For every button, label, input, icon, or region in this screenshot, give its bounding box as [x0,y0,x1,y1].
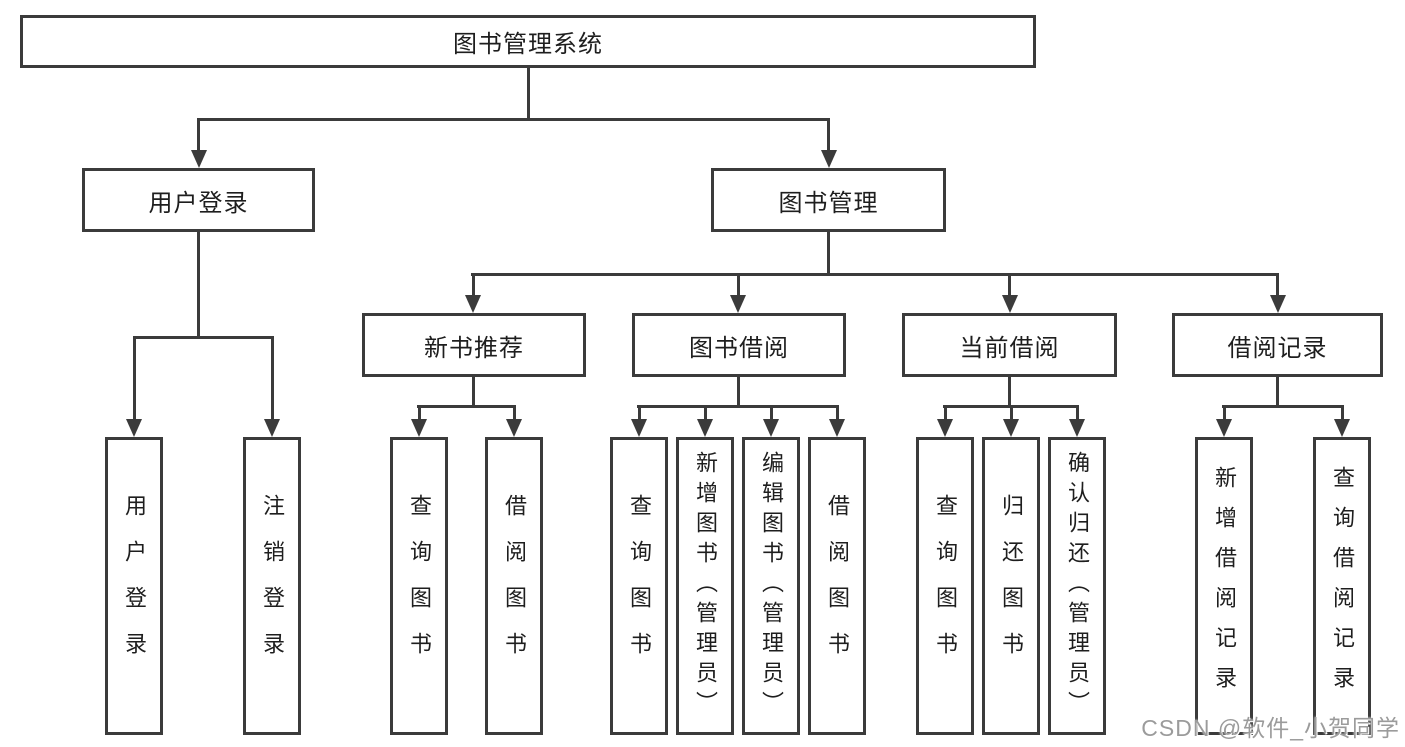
leaf-return-book: 归还图书 [982,437,1040,735]
leaf-add-borrow-record: 新增借阅记录 [1195,437,1253,735]
connector-line [132,336,136,421]
leaf-logout-label: 注销登录 [260,494,285,678]
leaf-query-books-current: 查询图书 [916,437,974,735]
arrow-down-icon [1069,419,1085,437]
leaf-query-books-borrow: 查询图书 [610,437,668,735]
leaf-borrow-books: 借阅图书 [808,437,866,735]
connector-line [1340,405,1344,421]
node-borrow-records: 借阅记录 [1172,313,1383,377]
connector-line [736,273,740,297]
leaf-query-borrow-record-label: 查询借阅记录 [1330,466,1355,706]
node-user-login: 用户登录 [82,168,315,232]
leaf-confirm-return-admin-label: 确认归还（管理员） [1065,451,1090,721]
connector-line [471,273,475,297]
arrow-down-icon [465,295,481,313]
connector-line [471,273,1279,276]
leaf-user-login: 用户登录 [105,437,163,735]
connector-line [197,232,200,339]
node-current-borrow-label: 当前借阅 [959,334,1060,362]
connector-line [827,118,830,152]
node-new-book-recommend-label: 新书推荐 [424,334,524,362]
connector-line [512,405,516,421]
connector-line [637,405,839,408]
leaf-borrow-books-label: 借阅图书 [825,494,850,678]
leaf-confirm-return-admin: 确认归还（管理员） [1048,437,1106,735]
leaf-user-login-label: 用户登录 [122,494,147,678]
connector-line [197,118,830,121]
connector-line [1222,405,1344,408]
connector-line [132,336,274,339]
arrow-down-icon [126,419,142,437]
watermark: CSDN @软件_小贺同学 [1141,715,1400,741]
leaf-query-books-recommend: 查询图书 [390,437,448,735]
arrow-down-icon [631,419,647,437]
arrow-down-icon [730,295,746,313]
arrow-down-icon [937,419,953,437]
leaf-query-books-current-label: 查询图书 [933,494,958,678]
leaf-return-book-label: 归还图书 [999,494,1024,678]
node-book-management-label: 图书管理 [778,189,879,217]
arrow-down-icon [1001,295,1018,313]
connector-line [1222,405,1226,421]
leaf-query-borrow-record: 查询借阅记录 [1313,437,1371,735]
leaf-borrow-books-recommend-label: 借阅图书 [502,494,527,678]
connector-line [270,336,274,421]
connector-line [1276,273,1279,297]
node-current-borrow: 当前借阅 [902,313,1117,377]
connector-line [827,232,830,276]
node-borrow-records-label: 借阅记录 [1227,334,1328,362]
leaf-query-books-borrow-label: 查询图书 [627,494,652,678]
connector-line [1008,273,1011,297]
connector-line [1276,377,1279,408]
arrow-down-icon [763,419,779,437]
connector-line [1075,405,1079,421]
leaf-add-borrow-record-label: 新增借阅记录 [1212,466,1237,706]
arrow-down-icon [506,419,522,437]
arrow-down-icon [411,419,427,437]
node-book-management: 图书管理 [711,168,946,232]
arrow-down-icon [1269,295,1286,313]
arrow-down-icon [264,419,280,437]
node-user-login-label: 用户登录 [148,189,249,217]
leaf-query-books-recommend-label: 查询图书 [407,494,432,678]
connector-line [471,377,475,408]
arrow-down-icon [697,419,713,437]
node-book-borrow-label: 图书借阅 [689,334,789,362]
connector-line [526,68,530,118]
connector-line [417,405,516,408]
connector-line [736,377,740,408]
connector-line [943,405,947,421]
arrow-down-icon [1216,419,1232,437]
arrow-down-icon [829,419,845,437]
connector-line [703,405,707,421]
connector-line [417,405,421,421]
node-new-book-recommend: 新书推荐 [362,313,586,377]
arrow-down-icon [1334,419,1350,437]
arrow-down-icon [190,150,207,168]
leaf-edit-book-admin-label: 编辑图书（管理员） [759,451,784,721]
node-book-borrow: 图书借阅 [632,313,846,377]
node-root-label: 图书管理系统 [453,31,603,58]
leaf-edit-book-admin: 编辑图书（管理员） [742,437,800,735]
connector-line [835,405,839,421]
connector-line [637,405,641,421]
leaf-add-book-admin-label: 新增图书（管理员） [693,451,718,721]
arrow-down-icon [820,150,837,168]
leaf-borrow-books-recommend: 借阅图书 [485,437,543,735]
node-root: 图书管理系统 [20,15,1036,68]
arrow-down-icon [1003,419,1019,437]
connector-line [1008,377,1011,408]
leaf-add-book-admin: 新增图书（管理员） [676,437,734,735]
leaf-logout: 注销登录 [243,437,301,735]
connector-line [197,118,200,152]
connector-line [769,405,773,421]
connector-line [1009,405,1013,421]
